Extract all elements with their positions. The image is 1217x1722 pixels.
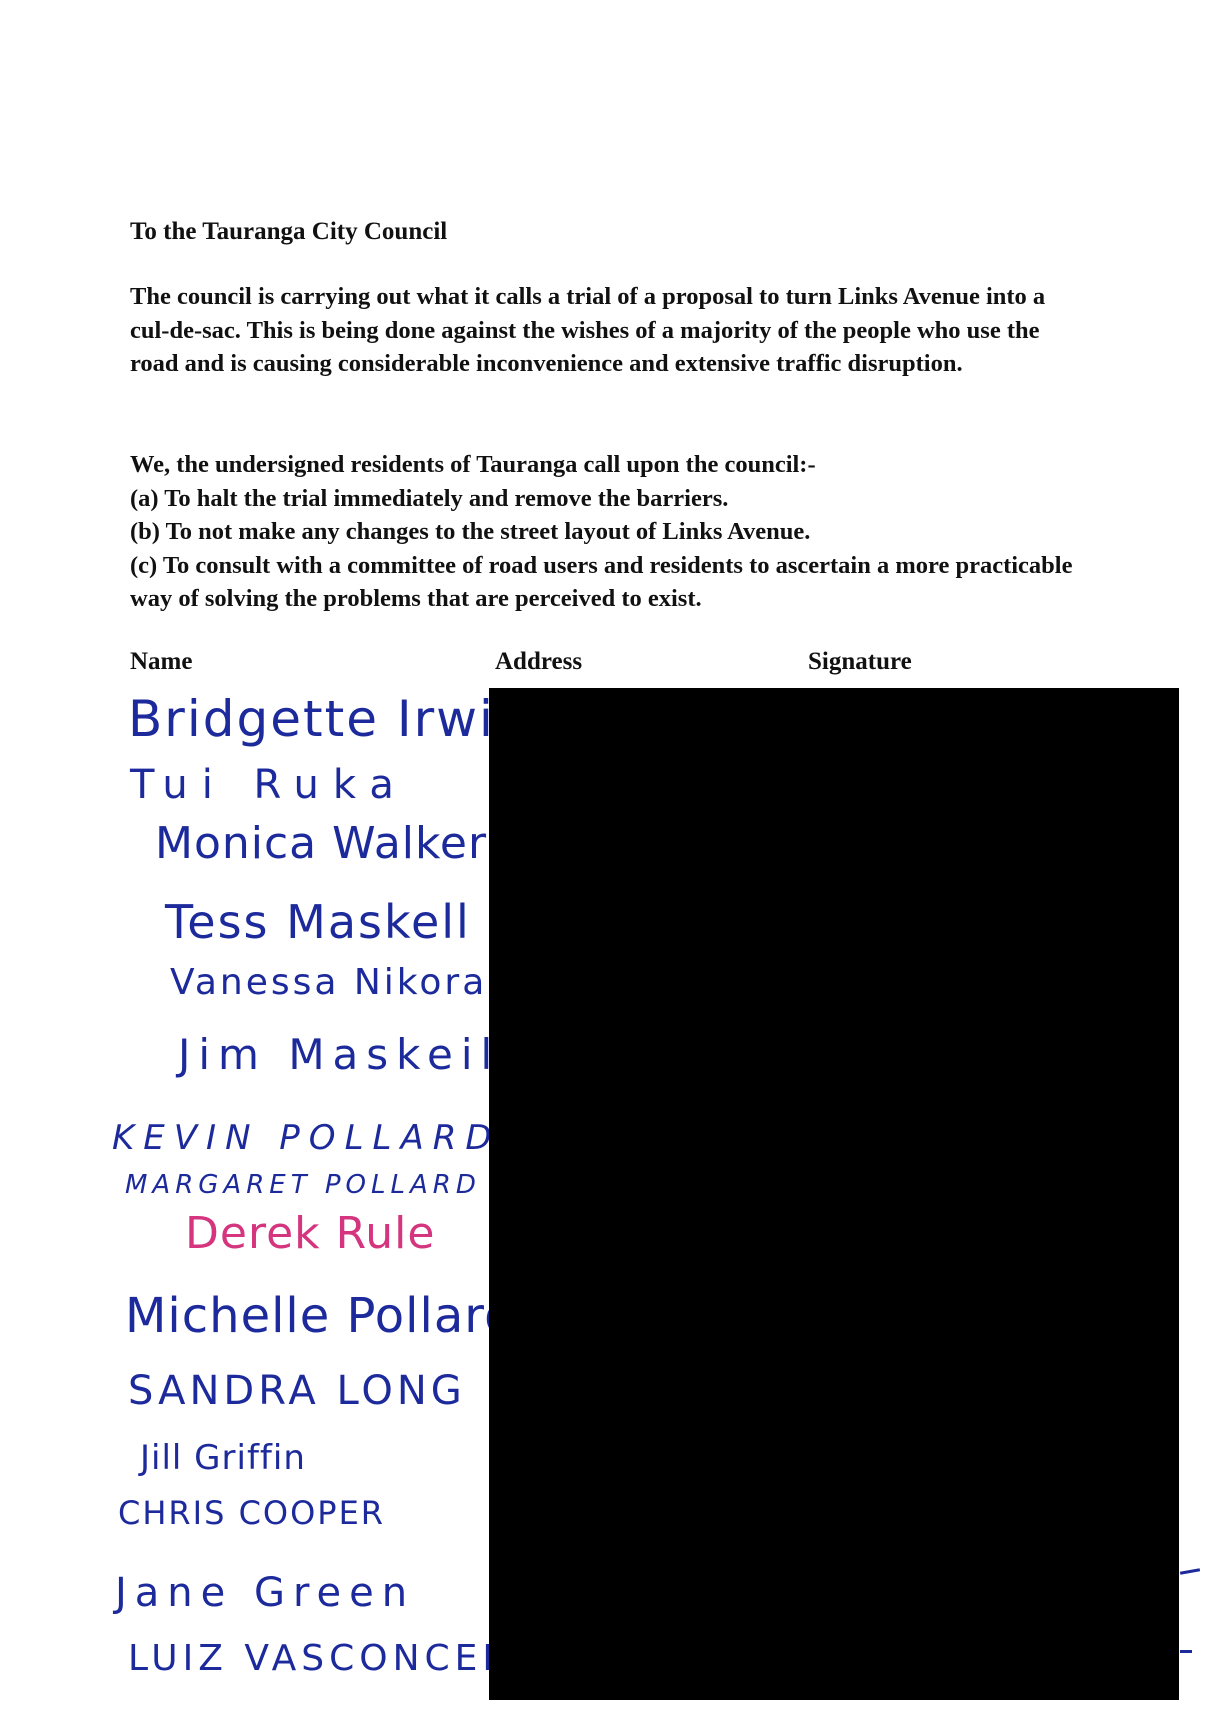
signatory-name: Jim Maskeil [178, 1030, 501, 1079]
signatory-name: Tess Maskell [165, 895, 471, 949]
signatory-name: KEVIN POLLARD [112, 1118, 501, 1158]
signature-column-header: Signature [808, 648, 912, 675]
addressee-heading: To the Tauranga City Council [130, 218, 448, 245]
demand-a: (a) To halt the trial immediately and re… [130, 484, 729, 512]
signatory-name: Monica Walker [155, 818, 488, 869]
signatory-name: Jane Green [115, 1570, 416, 1616]
signatory-name: Bridgette Irwin [128, 690, 529, 748]
signatory-name: Michelle Pollard [125, 1288, 516, 1344]
ink-stroke [1180, 1650, 1192, 1653]
demands-block: We, the undersigned residents of Taurang… [130, 448, 1090, 616]
name-column-header: Name [130, 648, 193, 675]
signatory-name: Vanessa Nikora [170, 962, 488, 1003]
signatory-name: MARGARET POLLARD [125, 1170, 481, 1200]
signatory-name: CHRIS COOPER [118, 1494, 386, 1532]
ink-stroke [1179, 1568, 1201, 1575]
signatory-name: Tui Ruka [130, 762, 408, 808]
signatory-name: Derek Rule [185, 1208, 436, 1259]
address-column-header: Address [495, 648, 583, 675]
signatory-name: SANDRA LONG [128, 1368, 466, 1414]
signatory-name: Jill Griffin [140, 1438, 306, 1478]
redaction-box [489, 688, 1179, 1700]
demand-b: (b) To not make any changes to the stree… [130, 518, 811, 545]
intro-paragraph: The council is carrying out what it call… [130, 283, 1046, 377]
call-intro: We, the undersigned residents of Taurang… [130, 451, 816, 478]
demand-c: (c) To consult with a committee of road … [130, 551, 1073, 613]
